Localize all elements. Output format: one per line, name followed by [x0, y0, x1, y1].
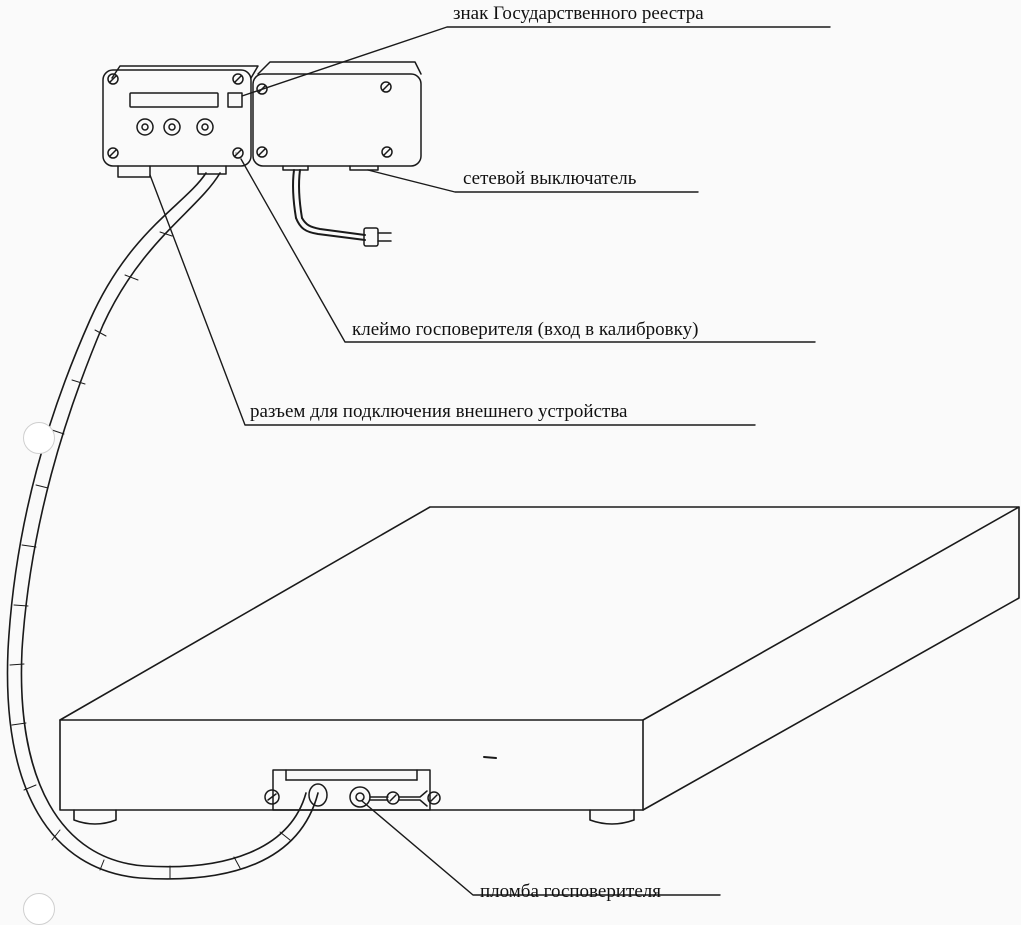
- label-verifier-stamp: клеймо госповерителя (вход в калибровку): [352, 320, 698, 339]
- platform-foot-left: [74, 810, 116, 824]
- power-plug: [364, 228, 378, 246]
- indicator-terminal: [103, 66, 258, 166]
- label-verifier-seal: пломба госповерителя: [480, 882, 661, 901]
- label-registry-mark: знак Государственного реестра: [453, 4, 704, 23]
- platform-junction-box: [265, 770, 440, 810]
- keypad-buttons: [137, 119, 213, 135]
- terminal-connectors: [118, 153, 236, 177]
- binder-hole-bottom: [23, 893, 55, 925]
- power-box-screws: [257, 82, 392, 157]
- verifier-seal-mark: [350, 787, 440, 807]
- label-power-switch: сетевой выключатель: [463, 169, 636, 188]
- connection-cable: [7, 173, 318, 879]
- power-supply-box: [253, 62, 421, 246]
- registry-mark-square: [228, 93, 242, 107]
- display-window: [130, 93, 218, 107]
- weighing-platform: [60, 507, 1019, 824]
- terminal-screws: [108, 74, 243, 158]
- binder-hole-top: [23, 422, 55, 454]
- label-external-connector: разъем для подключения внешнего устройст…: [250, 402, 627, 421]
- platform-foot-right: [590, 810, 634, 824]
- leader-lines: [150, 27, 830, 895]
- leader-external-connector: [150, 175, 755, 425]
